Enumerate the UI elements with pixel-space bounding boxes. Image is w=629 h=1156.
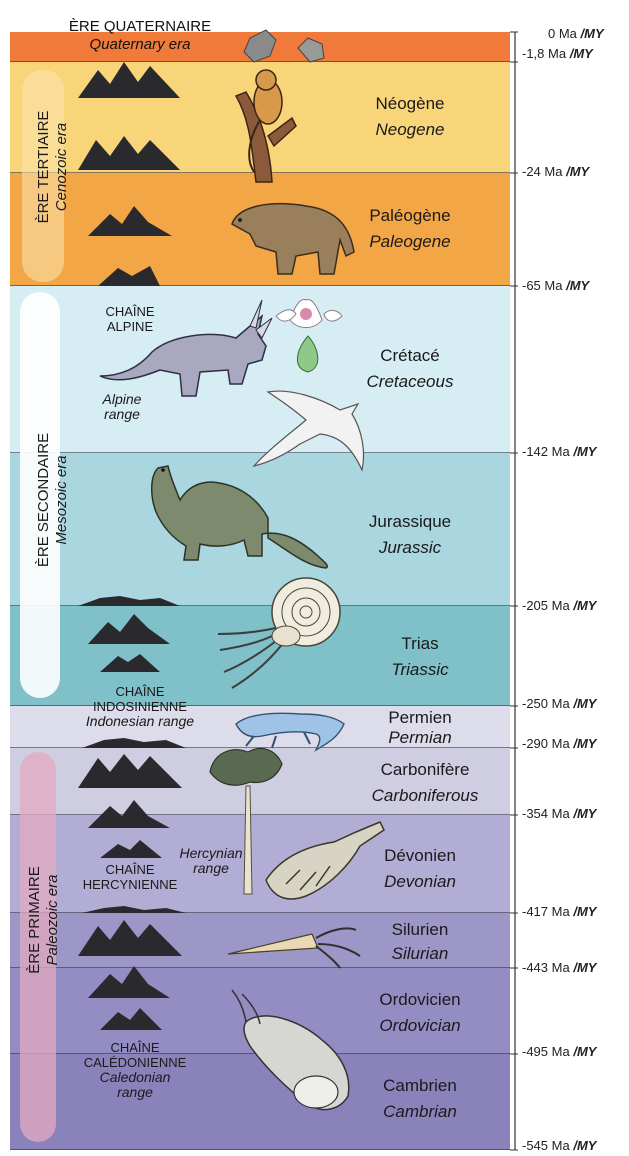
period-triassic-fr: Trias [350, 634, 490, 654]
period-cretaceous-en: Cretaceous [340, 372, 480, 392]
indosinian-fr-1: CHAÎNE [60, 684, 220, 699]
period-cambrian-fr: Cambrien [350, 1076, 490, 1096]
period-silurian-fr: Silurien [350, 920, 490, 940]
alpine-range-label: CHAÎNE ALPINE [70, 304, 190, 334]
period-silurian-en: Silurian [350, 944, 490, 964]
period-carboniferous-fr: Carbonifère [350, 760, 500, 780]
period-ordovician-en: Ordovician [350, 1016, 490, 1036]
tick-label: -205 Ma /MY [522, 598, 596, 613]
mountain-icon [82, 906, 186, 913]
mountain-icon [100, 654, 160, 672]
orthoceras-icon [228, 928, 360, 968]
caledonian-fr-1: CHAÎNE [50, 1040, 220, 1055]
caledonian-en-1: Caledonian [50, 1070, 220, 1085]
rock-icon [298, 38, 324, 62]
era-quaternary-fr: ÈRE QUATERNAIRE [40, 18, 240, 36]
tick-label: -354 Ma /MY [522, 806, 596, 821]
ground-sloth-icon [232, 204, 354, 274]
hercynian-fr-2: HERCYNIENNE [60, 877, 200, 892]
tick-label: -142 Ma /MY [522, 444, 596, 459]
mountain-icon [100, 840, 162, 858]
period-permian-en: Permian [350, 728, 490, 748]
era-primary-fr: ÈRE PRIMAIRE [26, 820, 44, 1020]
period-jurassic-fr: Jurassique [340, 512, 480, 532]
period-cretaceous-fr: Crétacé [340, 346, 480, 366]
monkey-icon [236, 70, 296, 182]
magnolia-flower-icon [276, 300, 342, 372]
era-secondary-fr: ÈRE SECONDAIRE [35, 385, 53, 615]
tick-label: -65 Ma /MY [522, 278, 589, 293]
hercynian-en-2: range [156, 861, 266, 876]
lizard-icon [236, 713, 344, 750]
axis-ticks [510, 32, 518, 1150]
tick-label: -290 Ma /MY [522, 736, 596, 751]
tick-label: 0 Ma /MY [548, 26, 604, 41]
era-tertiary-en: Cenozoic era [53, 72, 71, 262]
mountain-icon [78, 754, 182, 788]
mountain-icon [88, 966, 170, 998]
period-devonian-en: Devonian [350, 872, 490, 892]
indosinian-fr-2: INDOSINIENNE [60, 699, 220, 714]
period-triassic-en: Triassic [350, 660, 490, 680]
mountain-icon [88, 614, 170, 644]
caledonian-range-label: CHAÎNE CALÉDONIENNE Caledonian range [50, 1040, 220, 1100]
period-jurassic-en: Jurassic [340, 538, 480, 558]
hercynian-en-1: Hercynian [156, 846, 266, 861]
caledonian-fr-2: CALÉDONIENNE [50, 1055, 220, 1070]
period-neogene-en: Neogene [340, 120, 480, 140]
tick-label: -443 Ma /MY [522, 960, 596, 975]
trilobite-icon [232, 990, 349, 1110]
alpine-fr-1: CHAÎNE [70, 304, 190, 319]
indosinian-range-label: CHAÎNE INDOSINIENNE Indonesian range [60, 684, 220, 729]
mountain-icon [78, 136, 180, 170]
period-ordovician-fr: Ordovicien [350, 990, 490, 1010]
tick-label: -417 Ma /MY [522, 904, 596, 919]
rock-icon [244, 30, 276, 62]
era-primary-label: ÈRE PRIMAIRE Paleozoic era [26, 820, 66, 1020]
tick-label: -1,8 Ma /MY [522, 46, 593, 61]
mountain-icon [88, 800, 170, 828]
period-paleogene-en: Paleogene [340, 232, 480, 252]
mountain-icon [88, 206, 172, 236]
mountain-icon [100, 1008, 162, 1030]
era-primary-en: Paleozoic era [44, 820, 62, 1020]
tick-label: -250 Ma /MY [522, 696, 596, 711]
period-devonian-fr: Dévonien [350, 846, 490, 866]
era-quaternary-label: ÈRE QUATERNAIRE Quaternary era [40, 18, 240, 54]
period-cambrian-en: Cambrian [350, 1102, 490, 1122]
era-quaternary-en: Quaternary era [40, 36, 240, 54]
alpine-en-2: range [62, 407, 182, 422]
alpine-en-1: Alpine [62, 392, 182, 407]
tick-label: -545 Ma /MY [522, 1138, 596, 1153]
archaeopteryx-icon [254, 391, 364, 470]
alpine-range-en: Alpine range [62, 392, 182, 422]
period-permian-fr: Permien [350, 708, 490, 728]
hercynian-range-en: Hercynian range [156, 846, 266, 876]
alpine-fr-2: ALPINE [70, 319, 190, 334]
mountain-icon [82, 738, 186, 748]
period-neogene-fr: Néogène [340, 94, 480, 114]
ammonite-icon [218, 578, 340, 688]
era-tertiary-fr: ÈRE TERTIAIRE [35, 72, 53, 262]
era-tertiary-label: ÈRE TERTIAIRE Cenozoic era [35, 72, 75, 262]
sauropod-dinosaur-icon [152, 466, 328, 568]
tick-label: -495 Ma /MY [522, 1044, 596, 1059]
period-paleogene-fr: Paléogène [340, 206, 480, 226]
period-carboniferous-en: Carboniferous [350, 786, 500, 806]
mountain-icon [78, 920, 182, 956]
tick-label: -24 Ma /MY [522, 164, 589, 179]
mountain-icon [78, 596, 180, 606]
caledonian-en-2: range [50, 1085, 220, 1100]
mountain-icon [78, 62, 180, 98]
mountain-icon [98, 266, 160, 286]
indosinian-en: Indonesian range [60, 714, 220, 729]
